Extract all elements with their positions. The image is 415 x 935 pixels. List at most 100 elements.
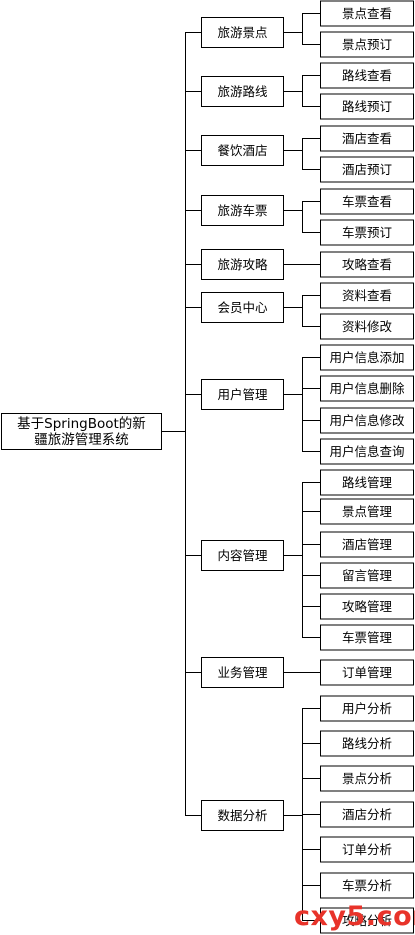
function-node: 用户信息修改 bbox=[320, 407, 414, 434]
function-node-frame bbox=[320, 282, 414, 309]
watermark: cxy5.com bbox=[294, 901, 415, 932]
function-node-label: 路线预订 bbox=[342, 99, 392, 114]
function-node-label: 攻略查看 bbox=[342, 257, 392, 272]
module-node-frame bbox=[201, 135, 284, 166]
function-node-frame bbox=[320, 313, 414, 340]
module-node-frame bbox=[201, 195, 284, 226]
function-node: 车票管理 bbox=[320, 624, 414, 651]
root-node-frame bbox=[1, 413, 162, 450]
module-node: 旅游攻略 bbox=[201, 249, 284, 280]
module-node-label: 旅游攻略 bbox=[217, 257, 268, 272]
function-node: 路线分析 bbox=[320, 730, 414, 757]
function-node-frame bbox=[320, 695, 414, 722]
function-node-label: 景点分析 bbox=[342, 771, 392, 786]
module-node-label: 旅游景点 bbox=[217, 25, 267, 40]
function-node: 攻略管理 bbox=[320, 593, 414, 620]
function-node: 景点查看 bbox=[320, 0, 414, 27]
function-node-label: 车票查看 bbox=[342, 194, 392, 209]
function-node-label: 车票预订 bbox=[342, 225, 392, 240]
function-node-label: 订单分析 bbox=[342, 842, 392, 857]
function-node: 路线查看 bbox=[320, 62, 414, 89]
function-node-frame bbox=[320, 498, 414, 525]
function-node: 留言管理 bbox=[320, 562, 414, 589]
module-node: 内容管理 bbox=[201, 540, 284, 571]
module-node: 旅游路线 bbox=[201, 76, 284, 107]
function-node-label: 景点查看 bbox=[342, 6, 392, 21]
module-node-label: 会员中心 bbox=[217, 300, 268, 315]
function-node-frame bbox=[320, 251, 414, 278]
module-node-label: 数据分析 bbox=[217, 808, 267, 823]
function-node: 酒店分析 bbox=[320, 801, 414, 828]
function-node-label: 酒店查看 bbox=[342, 131, 392, 146]
function-node: 资料查看 bbox=[320, 282, 414, 309]
function-node-label: 资料修改 bbox=[342, 319, 393, 334]
module-node-frame bbox=[201, 800, 284, 831]
function-node-label: 车票分析 bbox=[342, 878, 392, 893]
module-node: 旅游景点 bbox=[201, 17, 284, 48]
function-node: 订单分析 bbox=[320, 836, 414, 863]
module-node-frame bbox=[201, 657, 284, 688]
function-node: 车票查看 bbox=[320, 188, 414, 215]
function-node-label: 车票管理 bbox=[342, 630, 393, 645]
root-title-line: 基于SpringBoot的新 bbox=[17, 415, 146, 432]
function-node-frame bbox=[320, 469, 414, 496]
function-node-label: 路线管理 bbox=[342, 475, 393, 490]
module-node: 用户管理 bbox=[201, 379, 284, 410]
function-node: 景点预订 bbox=[320, 31, 414, 58]
function-node-label: 资料查看 bbox=[342, 288, 392, 303]
function-node-label: 酒店分析 bbox=[342, 807, 392, 822]
function-node-frame bbox=[320, 659, 414, 686]
function-node: 攻略分析 bbox=[320, 907, 414, 934]
function-node-frame bbox=[320, 0, 414, 27]
function-node-frame bbox=[320, 125, 414, 152]
module-node-frame bbox=[201, 76, 284, 107]
function-node-label: 留言管理 bbox=[342, 568, 393, 583]
function-node: 车票预订 bbox=[320, 219, 414, 246]
function-node: 景点分析 bbox=[320, 765, 414, 792]
function-node: 资料修改 bbox=[320, 313, 414, 340]
function-node-label: 路线查看 bbox=[342, 68, 392, 83]
function-node-frame bbox=[320, 407, 414, 434]
module-node: 旅游车票 bbox=[201, 195, 284, 226]
function-node-label: 订单管理 bbox=[342, 665, 393, 680]
function-node-frame bbox=[320, 765, 414, 792]
function-node-label: 景点预订 bbox=[342, 37, 392, 52]
function-node-frame bbox=[320, 375, 414, 402]
module-node-label: 用户管理 bbox=[217, 387, 268, 402]
module-node-frame bbox=[201, 249, 284, 280]
function-node-label: 酒店预订 bbox=[342, 162, 392, 177]
function-node-frame bbox=[320, 438, 414, 465]
function-node-frame bbox=[320, 801, 414, 828]
function-node-label: 用户信息修改 bbox=[329, 413, 405, 428]
function-node-frame bbox=[320, 562, 414, 589]
module-node-frame bbox=[201, 292, 284, 323]
function-node-frame bbox=[320, 62, 414, 89]
function-node-frame bbox=[320, 907, 414, 934]
function-node-label: 路线分析 bbox=[342, 736, 392, 751]
function-node-frame bbox=[320, 593, 414, 620]
function-node: 攻略查看 bbox=[320, 251, 414, 278]
function-node-label: 攻略分析 bbox=[342, 913, 392, 928]
function-node: 用户信息删除 bbox=[320, 375, 414, 402]
function-node: 用户信息查询 bbox=[320, 438, 414, 465]
function-node-frame bbox=[320, 872, 414, 899]
module-node-label: 业务管理 bbox=[217, 665, 268, 680]
module-node-frame bbox=[201, 17, 284, 48]
module-node-label: 餐饮酒店 bbox=[217, 143, 267, 158]
function-node: 酒店查看 bbox=[320, 125, 414, 152]
function-node-label: 攻略管理 bbox=[342, 599, 393, 614]
function-node-frame bbox=[320, 188, 414, 215]
function-node-label: 景点管理 bbox=[342, 504, 393, 519]
function-node-frame bbox=[320, 93, 414, 120]
function-node-frame bbox=[320, 156, 414, 183]
function-node: 景点管理 bbox=[320, 498, 414, 525]
module-node-label: 旅游路线 bbox=[217, 84, 268, 99]
function-node: 订单管理 bbox=[320, 659, 414, 686]
function-node-frame bbox=[320, 624, 414, 651]
module-node: 餐饮酒店 bbox=[201, 135, 284, 166]
function-node-label: 用户信息删除 bbox=[329, 381, 405, 396]
module-node-label: 旅游车票 bbox=[217, 203, 267, 218]
module-node: 数据分析 bbox=[201, 800, 284, 831]
